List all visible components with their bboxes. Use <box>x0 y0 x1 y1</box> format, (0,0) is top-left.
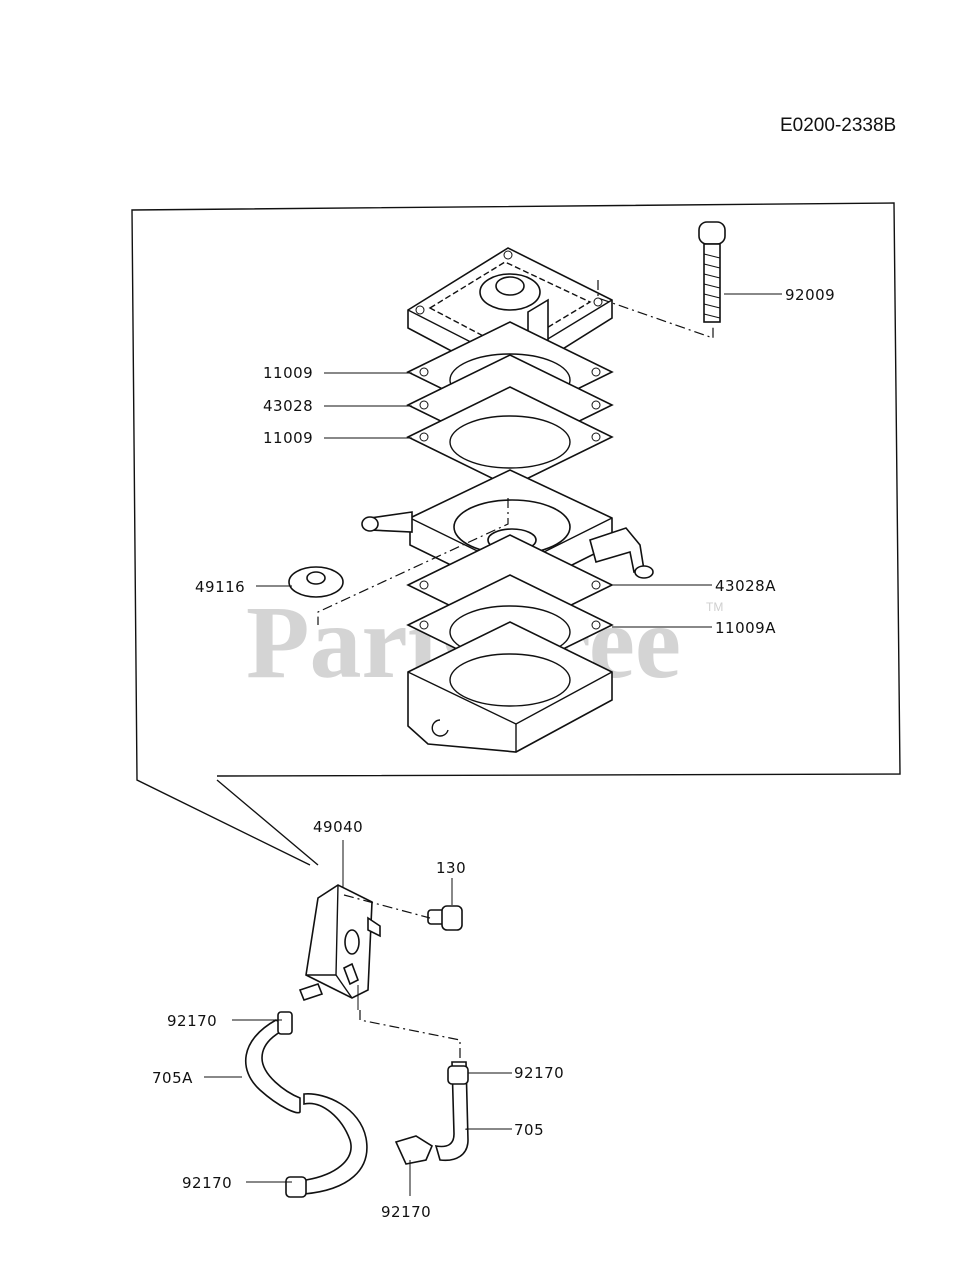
callout-43028A: 43028A <box>715 577 776 595</box>
callout-11009A: 11009A <box>715 619 776 637</box>
callout-92009: 92009 <box>785 286 835 304</box>
callout-92170-left: 92170 <box>167 1012 217 1030</box>
detail-frame <box>131 202 901 866</box>
callout-92170-right: 92170 <box>514 1064 564 1082</box>
watermark-trademark: TM <box>706 600 723 614</box>
callout-92170-bottom-left: 92170 <box>182 1174 232 1192</box>
callout-130: 130 <box>436 859 466 877</box>
pump-base <box>407 621 613 753</box>
diagram-code: E0200-2338B <box>780 115 896 136</box>
hose-705 <box>394 1061 469 1165</box>
callout-92170-bottom: 92170 <box>381 1203 431 1221</box>
leader-lines-lower <box>204 840 512 1196</box>
callout-705A: 705A <box>152 1069 193 1087</box>
valve-49116 <box>288 566 344 598</box>
gasket-11009-mid <box>406 386 614 488</box>
bolt-130 <box>427 905 463 931</box>
callout-labels: 92009 11009 43028 11009 49116 43028A 110… <box>152 286 835 1221</box>
callout-11009-mid: 11009 <box>263 429 313 447</box>
hose-705A <box>245 1011 368 1198</box>
callout-49040: 49040 <box>313 818 363 836</box>
callout-43028: 43028 <box>263 397 313 415</box>
fuel-pump-49040 <box>298 884 381 1010</box>
screw-92009 <box>698 221 726 323</box>
assembly-lines <box>317 280 714 625</box>
leader-lines <box>256 293 782 628</box>
callout-11009-top: 11009 <box>263 364 313 382</box>
callout-49116: 49116 <box>195 578 245 596</box>
callout-705: 705 <box>514 1121 544 1139</box>
assembly-lines-lower <box>343 894 461 1062</box>
